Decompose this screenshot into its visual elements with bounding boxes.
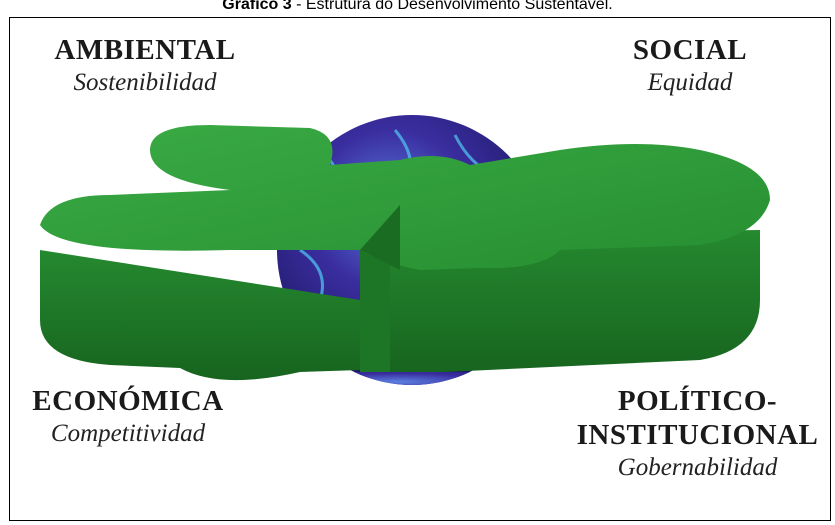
label-politico-title: POLÍTICO- INSTITUCIONAL (565, 384, 830, 452)
label-ambiental-title: AMBIENTAL (30, 33, 260, 67)
label-economica-subtitle: Competitividad (8, 418, 248, 450)
label-politico-institucional: POLÍTICO- INSTITUCIONAL Gobernabilidad (565, 384, 830, 484)
label-social-subtitle: Equidad (605, 67, 775, 99)
label-economica: ECONÓMICA Competitividad (8, 384, 248, 450)
label-ambiental-subtitle: Sostenibilidad (30, 67, 260, 99)
label-economica-title: ECONÓMICA (8, 384, 248, 418)
label-politico-subtitle: Gobernabilidad (565, 452, 830, 484)
label-ambiental: AMBIENTAL Sostenibilidad (30, 33, 260, 99)
label-social: SOCIAL Equidad (605, 33, 775, 99)
label-social-title: SOCIAL (605, 33, 775, 67)
